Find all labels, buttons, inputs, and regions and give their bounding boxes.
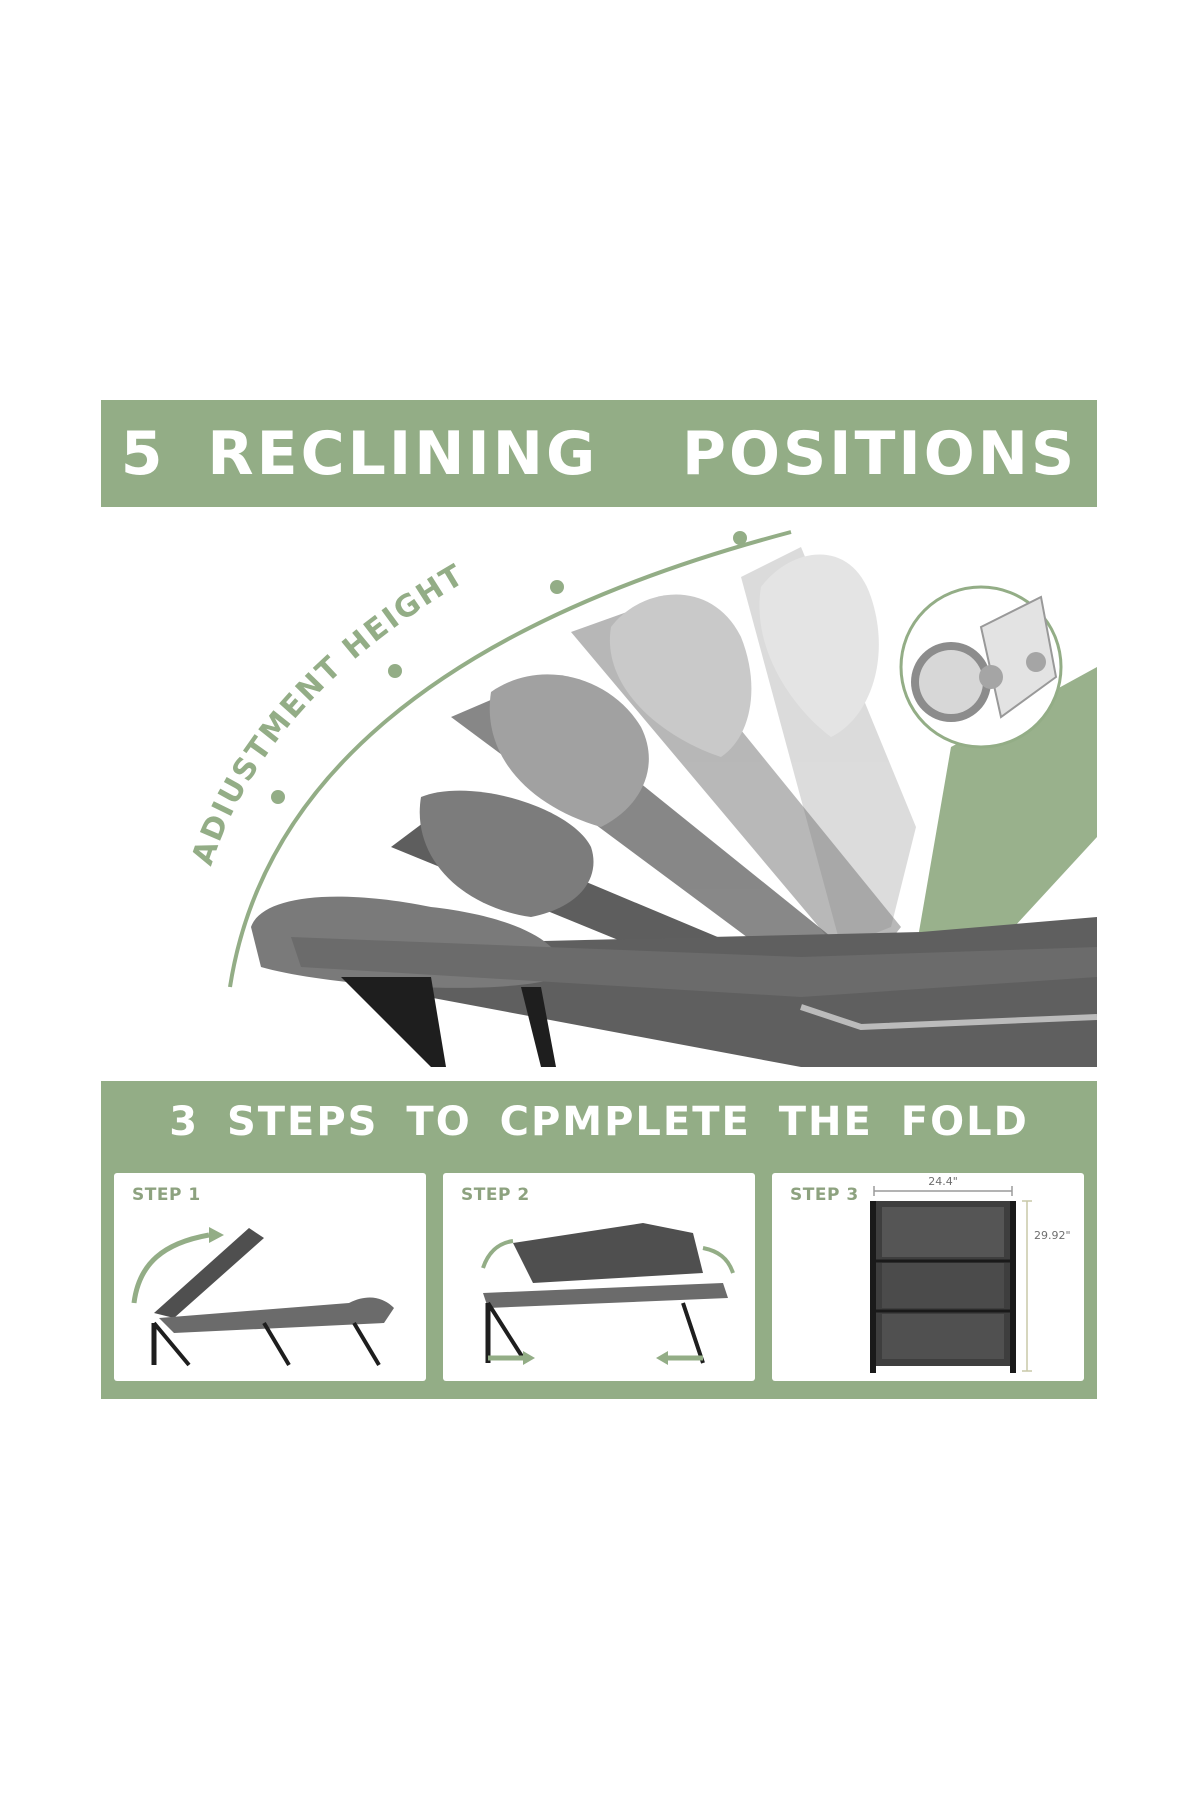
step-1-card: STEP 1 — [114, 1173, 426, 1381]
recline-illustration: ADIUSTMENT HEIGHT — [185, 530, 1097, 1067]
width-dimension: 24.4" — [928, 1175, 958, 1188]
step-1-label: STEP 1 — [132, 1185, 201, 1205]
title-banner: 5 RECLINING POSITIONS — [101, 400, 1097, 507]
step-3-illustration: 24.4" 29.92" — [870, 1175, 1071, 1373]
step-2-label: STEP 2 — [461, 1185, 530, 1205]
step-2-illustration — [481, 1223, 735, 1365]
arc-marker — [550, 580, 564, 594]
steps-panel: 3 STEPS TO CPMPLETE THE FOLD STEP 1 — [101, 1081, 1097, 1399]
backrest-position-4 — [571, 594, 901, 977]
step-1-illustration — [131, 1227, 394, 1367]
steps-title: 3 STEPS TO CPMPLETE THE FOLD — [169, 1099, 1029, 1145]
arc-marker — [388, 664, 402, 678]
adjustment-arc — [228, 530, 792, 988]
height-dimension: 29.92" — [1034, 1229, 1071, 1242]
step-2-card: STEP 2 — [443, 1173, 755, 1381]
backrest-position-5 — [741, 547, 916, 947]
step-3-label: STEP 3 — [790, 1185, 859, 1205]
step-3-card: 24.4" 29.92" STEP 3 — [772, 1173, 1084, 1381]
hinge-detail — [899, 585, 1063, 749]
arc-marker — [271, 790, 285, 804]
backrest-position-3 — [451, 674, 881, 1007]
arc-marker — [733, 531, 747, 545]
page-title: 5 RECLINING POSITIONS — [120, 418, 1078, 489]
cot-flat — [251, 896, 1097, 1067]
